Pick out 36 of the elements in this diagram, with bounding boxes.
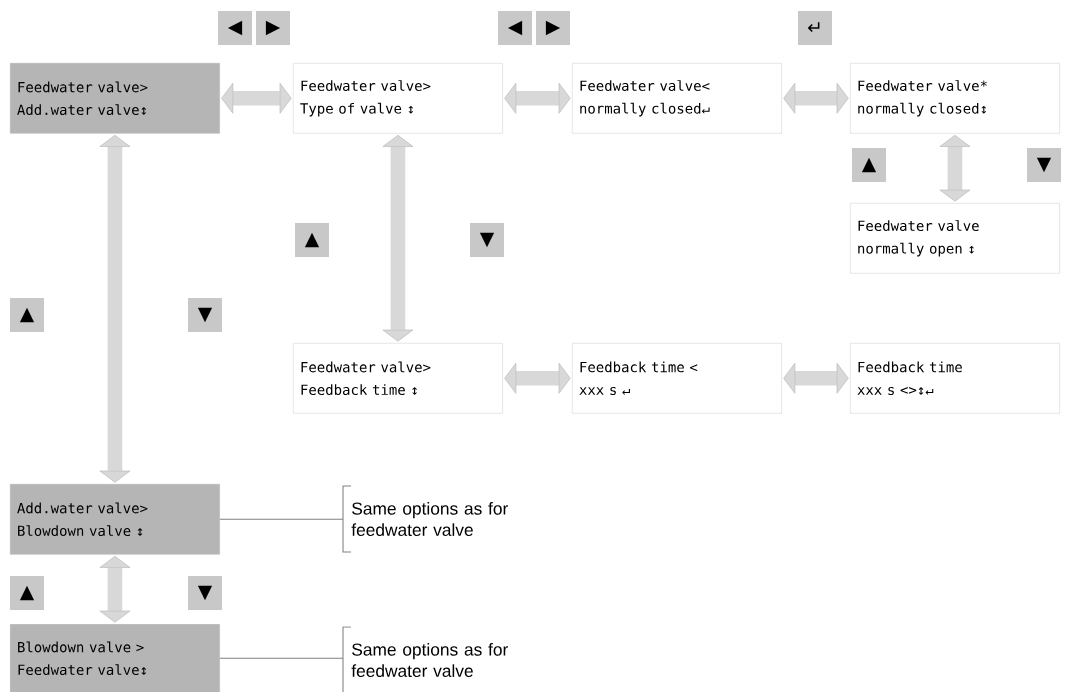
key-button: ▶: [256, 11, 290, 45]
key-button: ◀: [218, 11, 252, 45]
key-button: ▲: [295, 223, 329, 257]
key-button: ▲: [10, 298, 44, 332]
key-button: ◀: [498, 11, 532, 45]
leader-line: [219, 518, 344, 520]
key-button: ▼: [188, 298, 222, 332]
key-button: ↵: [798, 11, 832, 45]
key-button: ▼: [188, 576, 222, 610]
double-arrow: [221, 82, 292, 114]
double-arrow: [99, 555, 131, 623]
double-arrow: [504, 362, 571, 394]
key-button: ▲: [852, 148, 886, 182]
display-box: Blowdown valve > Feedwater valve↕: [10, 624, 220, 692]
display-box: Feedwater valve normally open ↕: [850, 203, 1060, 274]
note-text: Same options as for feedwater valve: [351, 501, 508, 537]
note-text: Same options as for feedwater valve: [351, 642, 508, 678]
display-box: Feedback time < xxx s ↵: [572, 343, 782, 414]
key-button: ▶: [536, 11, 570, 45]
key-button: ▲: [10, 576, 44, 610]
display-box: Feedwater valve< normally closed↵: [572, 63, 782, 134]
display-box: Feedwater valve> Feedback time ↕: [293, 343, 503, 414]
key-button: ▼: [1027, 148, 1061, 182]
display-box: Feedwater valve> Type of valve ↕: [293, 63, 503, 134]
display-box: Add.water valve> Blowdown valve ↕: [10, 484, 220, 555]
display-box: Feedwater valve* normally closed↕: [850, 63, 1060, 134]
key-button: ▼: [470, 223, 504, 257]
double-arrow: [939, 134, 971, 202]
leader-line: [219, 657, 344, 659]
double-arrow: [382, 134, 414, 342]
display-box: Feedwater valve> Add.water valve↕: [10, 63, 220, 134]
double-arrow: [504, 82, 571, 114]
double-arrow: [99, 134, 131, 483]
double-arrow: [783, 82, 849, 114]
display-box: Feedback time xxx s <>↕↵: [850, 343, 1060, 414]
double-arrow: [783, 362, 849, 394]
